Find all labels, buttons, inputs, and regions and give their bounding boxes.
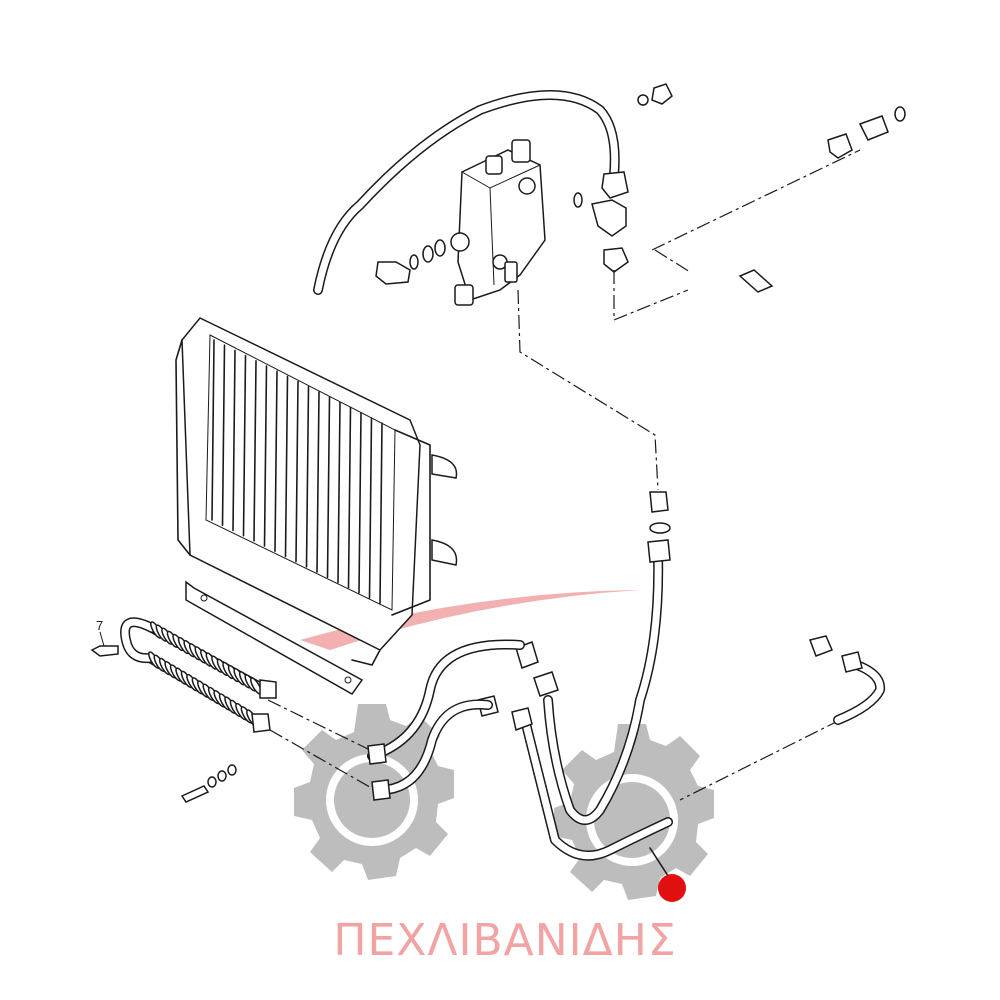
callout-label-7: 7 <box>96 618 103 633</box>
watermark-brand-text: ΠΕΧΛΙΒΑΝΙΔΗΣ <box>333 915 676 966</box>
radiator-fin <box>263 365 268 547</box>
radiator-fin <box>221 344 226 527</box>
valve-block <box>450 139 546 306</box>
radiator-fin <box>316 391 320 573</box>
radiator-fin <box>295 380 299 563</box>
right-short-pipe <box>809 635 886 725</box>
upper-hose <box>313 90 629 295</box>
flexible-hoses <box>367 639 525 801</box>
radiator-fin <box>305 385 310 568</box>
radiator-fin <box>368 417 373 599</box>
watermark-swoosh <box>300 590 640 650</box>
stud-and-washers <box>180 764 237 803</box>
spring-coils <box>148 621 262 727</box>
radiator-fin <box>253 359 257 542</box>
radiator-fin <box>337 401 341 584</box>
radiator-fin <box>347 406 352 589</box>
top-fittings <box>637 83 906 159</box>
red-marker-dot <box>658 874 686 902</box>
mounting-bracket <box>185 580 364 695</box>
radiator-fins <box>211 339 383 605</box>
radiator-fin <box>358 411 362 594</box>
assembly-leader-lines <box>267 149 861 801</box>
radiator-fin <box>232 349 236 532</box>
radiator-fin <box>326 396 331 579</box>
oil-cooler-radiator <box>175 317 458 666</box>
radiator-fin <box>284 375 289 558</box>
valve-side-fittings <box>375 192 774 293</box>
bolt-callout: 7 <box>90 618 119 657</box>
radiator-fin <box>211 339 215 521</box>
rigid-oil-lines <box>520 550 673 861</box>
radiator-fin <box>379 422 383 605</box>
hose-guard-springs <box>120 617 277 733</box>
radiator-fin <box>242 354 247 537</box>
radiator-fin <box>274 370 278 553</box>
highlight-marker <box>649 847 686 902</box>
